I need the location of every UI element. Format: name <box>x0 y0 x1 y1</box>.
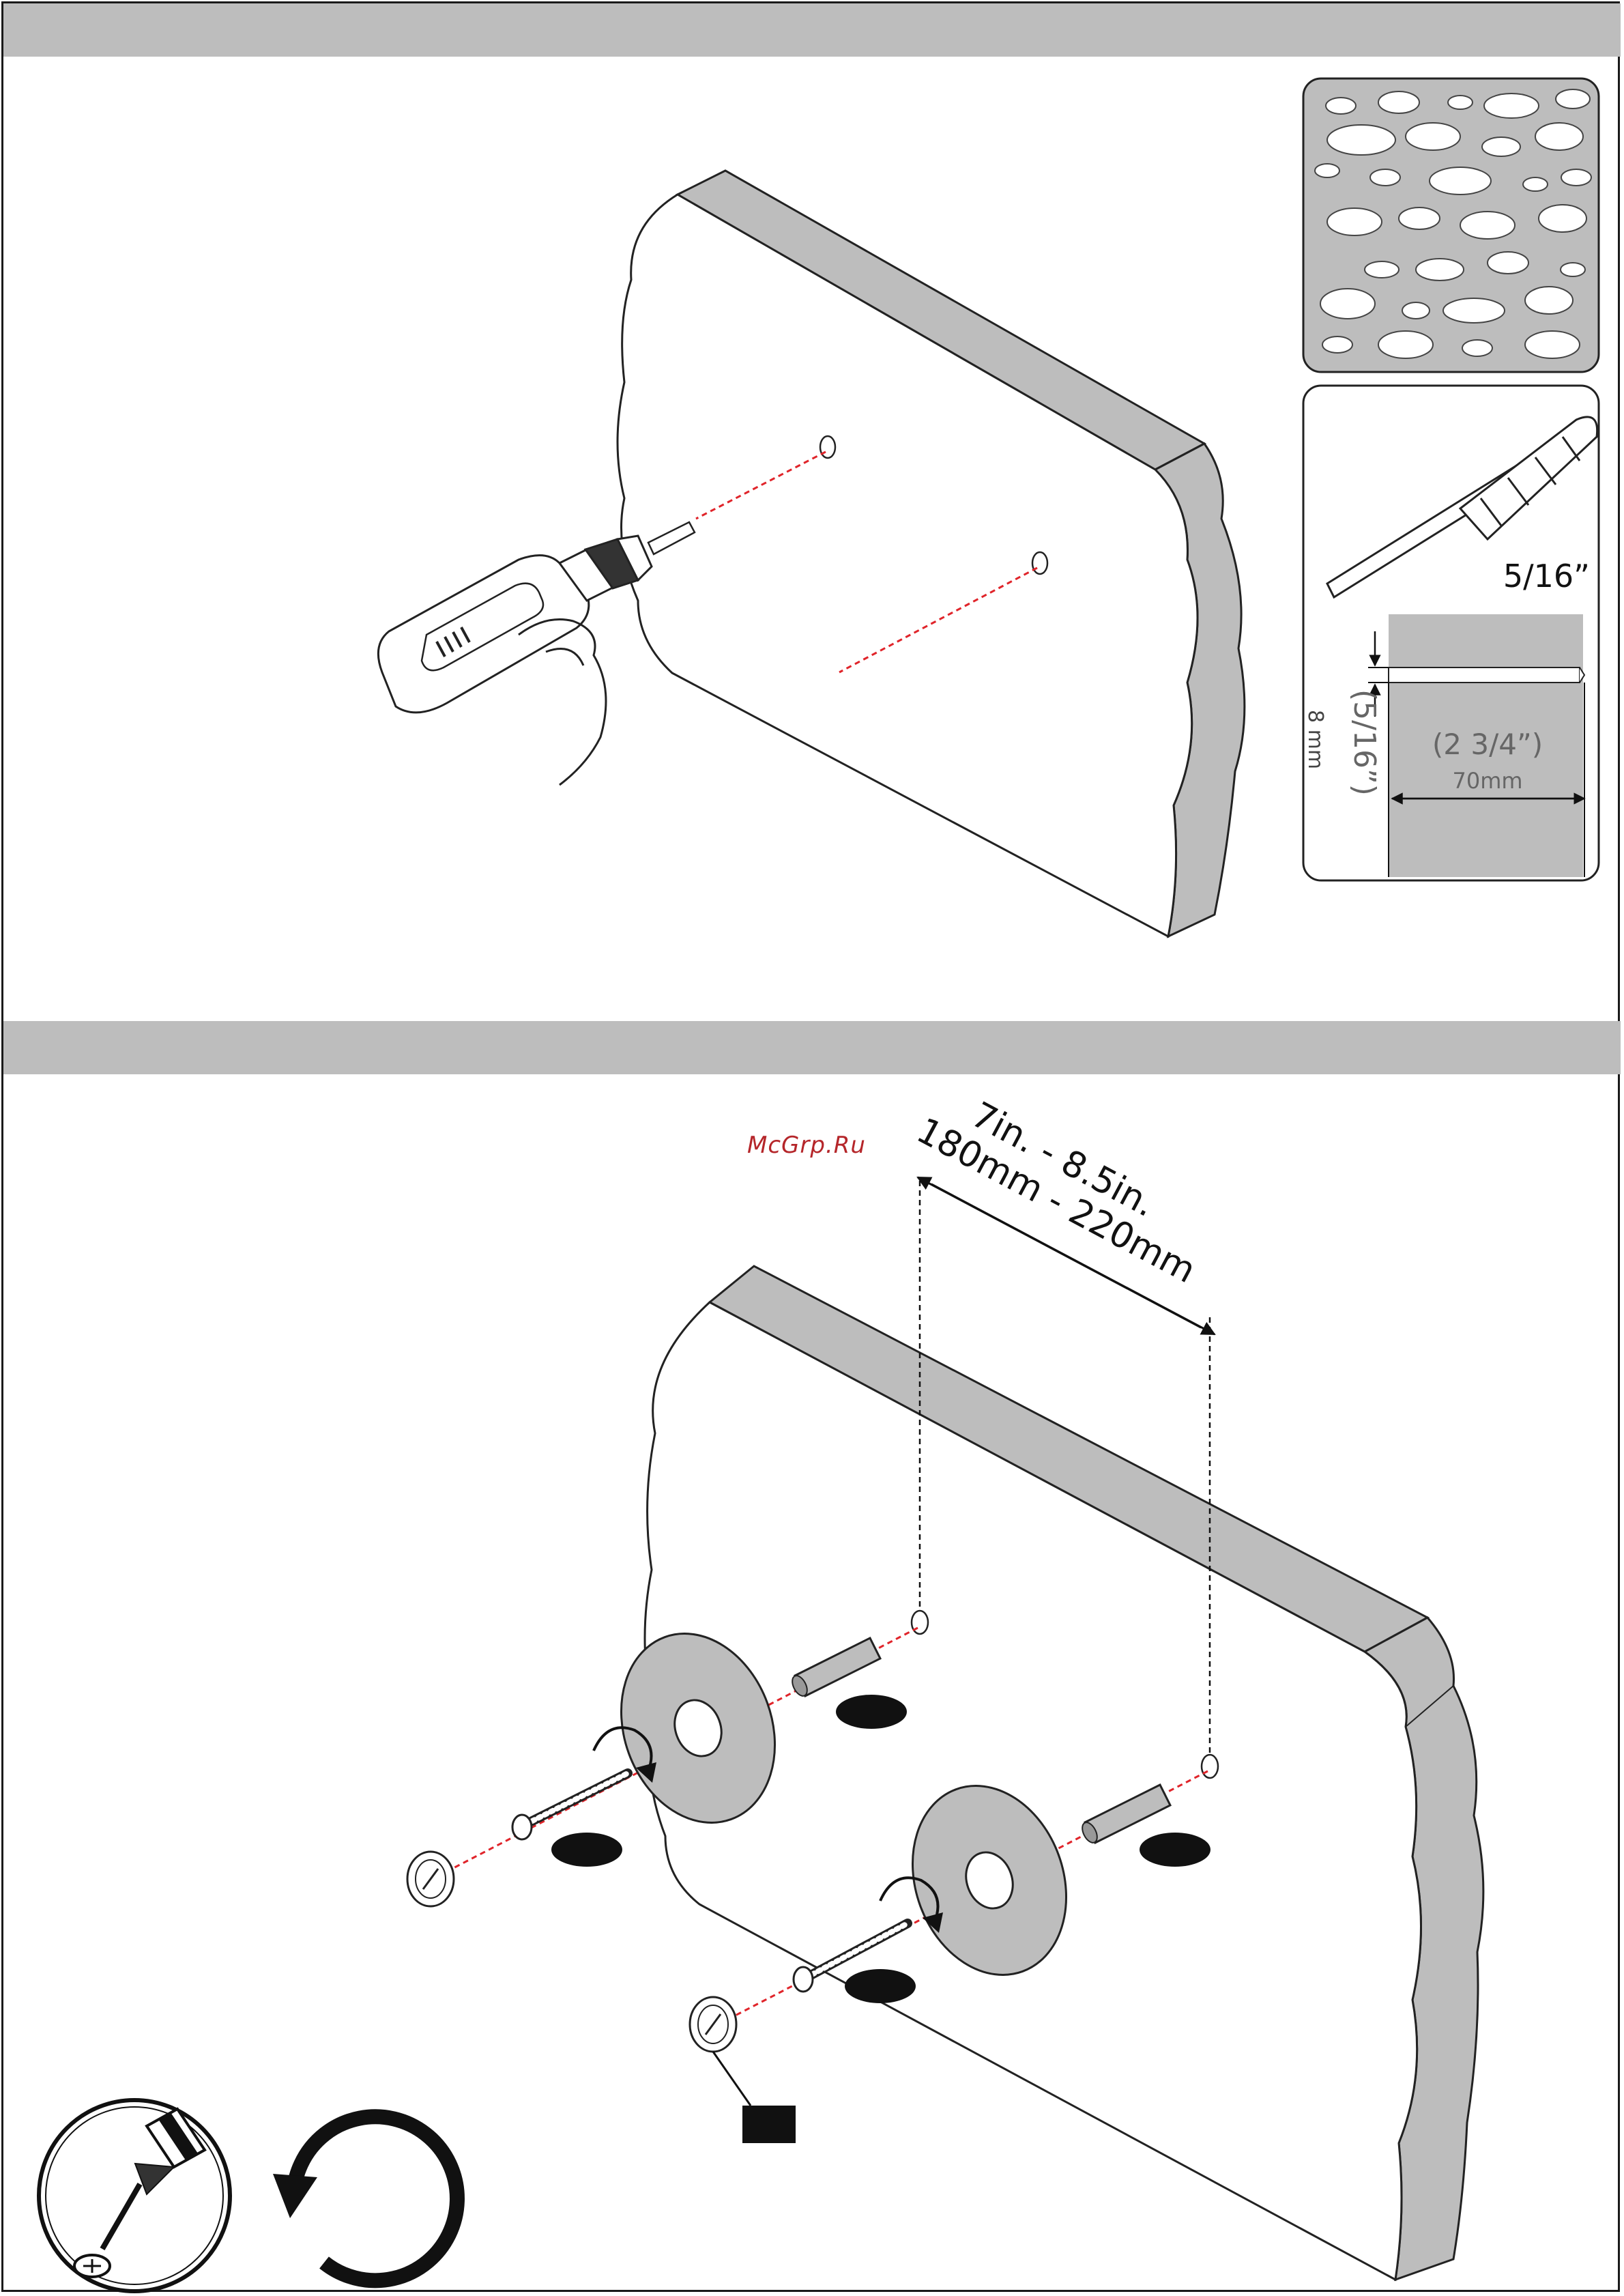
drill-icon <box>378 522 695 785</box>
screw-upper <box>512 1773 628 1839</box>
hole-diameter-inches: (5/16”) <box>1347 689 1382 796</box>
part-label-anchor-lower <box>1140 1833 1210 1867</box>
hole-depth-inches: (2 3/4”) <box>1432 728 1543 761</box>
screwdriver-icon <box>39 2100 230 2291</box>
cover-cap-lower <box>690 1997 736 2052</box>
drill-bit-size-label: 5/16” <box>1503 558 1590 594</box>
drill-bit-panel: 5/16” (2 3/4”) 70mm (5/16”) 8 mm <box>1303 386 1599 880</box>
part-label-screw-lower <box>845 1969 916 2003</box>
hole-diameter-mm: 8 mm <box>1303 710 1327 769</box>
wall-section-step1 <box>618 171 1245 936</box>
cover-cap-upper <box>407 1852 454 1906</box>
rotate-clockwise-icon <box>273 2116 457 2280</box>
part-label-cap-lower <box>742 2106 796 2143</box>
part-label-screw-upper <box>551 1833 622 1867</box>
watermark-text: McGrp.Ru <box>747 1132 866 1159</box>
masonry-wall-icon <box>1303 78 1599 372</box>
part-label-anchor-upper <box>836 1695 907 1729</box>
hole-depth-mm: 70mm <box>1452 768 1522 794</box>
